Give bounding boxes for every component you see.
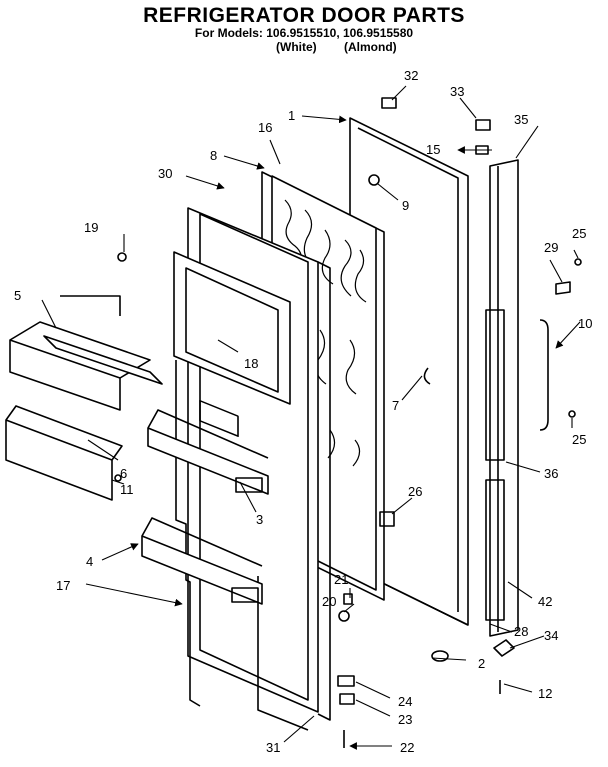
door-shelf-middle <box>147 409 269 495</box>
handle-cover-upper <box>485 309 505 461</box>
callout-10: 10 <box>578 316 592 331</box>
callout-2: 2 <box>478 656 485 671</box>
callout-19: 19 <box>84 220 98 235</box>
callout-12: 12 <box>538 686 552 701</box>
callout-33: 33 <box>450 84 464 99</box>
part-9-bushing <box>368 174 380 186</box>
part-29-bracket <box>555 281 571 295</box>
callout-28: 28 <box>514 624 528 639</box>
callout-34: 34 <box>544 628 558 643</box>
part-21-pin <box>343 593 353 605</box>
callout-24: 24 <box>398 694 412 709</box>
callout-11: 11 <box>120 482 134 497</box>
callout-5: 5 <box>14 288 21 303</box>
callout-32: 32 <box>404 68 418 83</box>
callout-30: 30 <box>158 166 172 181</box>
part-25-screw-lower <box>568 410 576 418</box>
variant-white: (White) <box>276 40 317 54</box>
part-24-hinge <box>337 675 355 687</box>
callout-36: 36 <box>544 466 558 481</box>
callout-26: 26 <box>408 484 422 499</box>
callout-8: 8 <box>210 148 217 163</box>
handle-cover-lower <box>485 479 505 621</box>
part-26-clip <box>379 511 395 527</box>
callout-42: 42 <box>538 594 552 609</box>
callout-23: 23 <box>398 712 412 727</box>
callout-22: 22 <box>400 740 414 755</box>
callout-29: 29 <box>544 240 558 255</box>
callout-9: 9 <box>402 198 409 213</box>
callout-21: 21 <box>334 572 348 587</box>
callout-25-upper: 25 <box>572 226 586 241</box>
part-20-washer <box>338 610 350 622</box>
butter-compartment <box>5 405 123 501</box>
door-handle <box>539 319 549 431</box>
part-33-bracket <box>475 119 491 131</box>
variant-almond: (Almond) <box>344 40 397 54</box>
part-2-bumper <box>431 650 449 662</box>
part-25-screw-upper <box>574 258 582 266</box>
callout-18: 18 <box>244 356 258 371</box>
part-19-screw <box>117 252 127 262</box>
callout-31: 31 <box>266 740 280 755</box>
part-32-plate <box>381 97 397 109</box>
callout-25-lower: 25 <box>572 432 586 447</box>
callout-3: 3 <box>256 512 263 527</box>
callout-20: 20 <box>322 594 336 609</box>
part-23-shim <box>339 693 355 705</box>
page-title: REFRIGERATOR DOOR PARTS <box>143 4 465 27</box>
callout-35: 35 <box>514 112 528 127</box>
callout-6: 6 <box>120 466 127 481</box>
callout-4: 4 <box>86 554 93 569</box>
callout-15: 15 <box>426 142 440 157</box>
door-gasket <box>317 261 331 721</box>
callout-1: 1 <box>288 108 295 123</box>
callout-16: 16 <box>258 120 272 135</box>
dairy-compartment <box>9 295 163 411</box>
models-line: For Models: 106.9515510, 106.9515580 <box>194 26 414 40</box>
callout-17: 17 <box>56 578 70 593</box>
door-shelf-lower <box>141 517 263 605</box>
part-7-spring <box>423 367 431 385</box>
callout-7: 7 <box>392 398 399 413</box>
part-34-cap <box>493 639 515 657</box>
